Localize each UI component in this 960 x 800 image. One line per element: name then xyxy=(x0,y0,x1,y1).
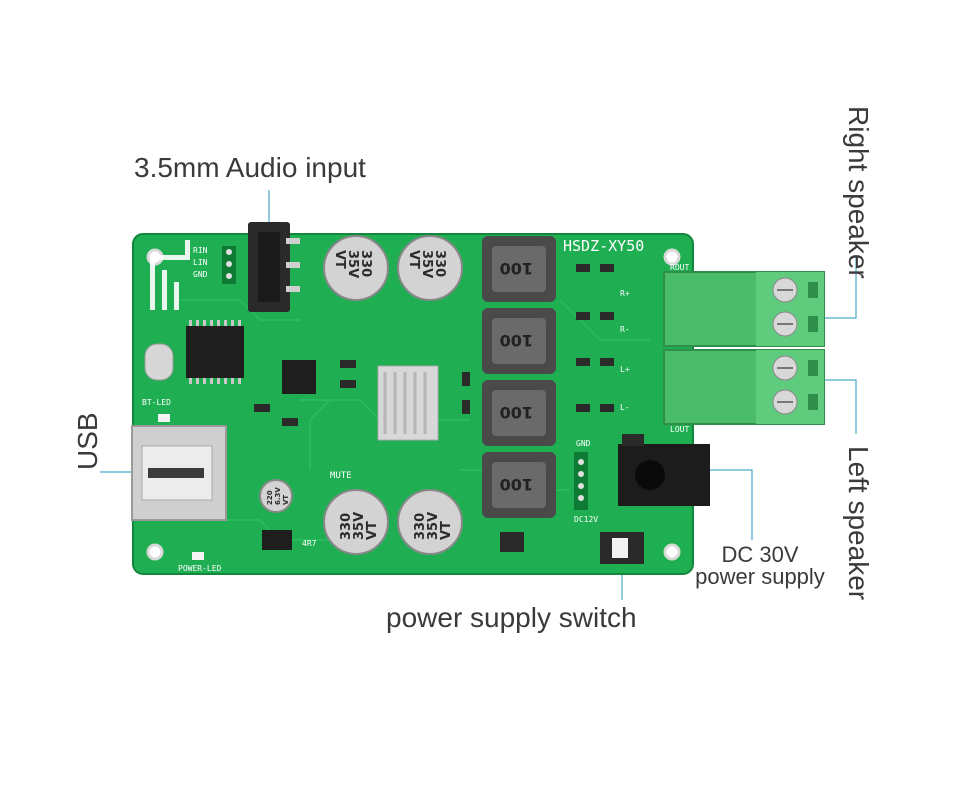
small-cap-value: 220 xyxy=(266,490,274,505)
capacitors xyxy=(259,235,463,555)
regulator-label: 4R7 xyxy=(302,539,317,548)
power-switch xyxy=(600,532,644,564)
left-speaker-callout-line xyxy=(822,379,857,434)
inductor-3-label: 100 xyxy=(500,403,533,422)
board-model: HSDZ-XY50 xyxy=(563,237,644,255)
rout-label: ROUT xyxy=(670,263,689,272)
inductor-4-label: 100 xyxy=(500,475,533,494)
l-minus-label: L- xyxy=(620,403,630,412)
small-cap-voltage: 6.3V xyxy=(274,487,282,505)
pin-label-lin: LIN xyxy=(193,258,208,267)
right-speaker-callout-line xyxy=(822,256,857,319)
heatsink xyxy=(377,365,439,441)
input-pin-header xyxy=(222,246,236,284)
cap-1-voltage: 35V xyxy=(345,250,360,278)
cap-1-brand: VT xyxy=(332,250,347,269)
power-led xyxy=(192,552,204,560)
lout-label: LOUT xyxy=(670,425,689,434)
mounting-holes xyxy=(146,248,681,561)
power-led-label: POWER-LED xyxy=(178,564,222,573)
cap-4-brand: VT xyxy=(439,521,454,540)
inductor-labels: 100 100 100 100 xyxy=(500,259,533,494)
mute-label: MUTE xyxy=(330,471,352,481)
power-switch-label: power supply switch xyxy=(386,602,637,633)
smd-components xyxy=(254,264,614,552)
cap-1-value: 330 xyxy=(358,250,373,277)
amplifier-chip xyxy=(282,360,316,394)
dc12v-label: DC12V xyxy=(574,515,598,524)
capacitor-labels: 330 35V VT 330 35V VT 330 35V VT 330 35V… xyxy=(266,250,454,540)
r-plus-label: R+ xyxy=(620,289,630,298)
audio-jack xyxy=(248,222,300,312)
audio-input-label: 3.5mm Audio input xyxy=(134,152,366,183)
cap-4-voltage: 35V xyxy=(426,512,441,540)
inductors xyxy=(482,236,556,518)
silkscreen: HSDZ-XY50 RIN LIN GND BT-LED POWER-LED M… xyxy=(142,237,689,573)
r-minus-label: R- xyxy=(620,325,630,334)
pin-label-gnd: GND xyxy=(193,270,208,279)
dc-power-jack xyxy=(618,434,710,506)
dc-pin-header xyxy=(574,452,588,510)
antenna-trace xyxy=(150,240,190,310)
voltage-regulator xyxy=(262,530,292,550)
cap-2-value: 330 xyxy=(432,250,447,277)
dc-power-label: DC 30V power supply xyxy=(690,544,830,588)
gnd-label: GND xyxy=(576,439,591,448)
dc-power-label-line1: DC 30V xyxy=(721,542,799,567)
dc-power-label-line2: power supply xyxy=(695,564,825,589)
inductor-2-label: 100 xyxy=(500,331,533,350)
cap-2-brand: VT xyxy=(406,250,421,269)
usb-port xyxy=(131,425,227,521)
small-cap-brand: VT xyxy=(282,495,290,505)
cap-2-voltage: 35V xyxy=(419,250,434,278)
cap-4-value: 330 xyxy=(413,513,428,540)
l-plus-label: L+ xyxy=(620,365,630,374)
dc-callout-line xyxy=(700,469,753,540)
inductor-1-label: 100 xyxy=(500,259,533,278)
pin-label-rin: RIN xyxy=(193,246,208,255)
bluetooth-ic xyxy=(186,320,244,384)
cap-3-brand: VT xyxy=(365,521,380,540)
cap-3-voltage: 35V xyxy=(352,512,367,540)
bt-led-label: BT-LED xyxy=(142,398,171,407)
speaker-terminals xyxy=(663,271,825,425)
left-speaker-label: Left speaker xyxy=(843,446,874,601)
cap-3-value: 330 xyxy=(339,513,354,540)
usb-label: USB xyxy=(72,412,103,470)
bt-led xyxy=(158,414,170,422)
right-speaker-label: Right speaker xyxy=(843,106,874,279)
crystal-oscillator xyxy=(144,343,174,381)
